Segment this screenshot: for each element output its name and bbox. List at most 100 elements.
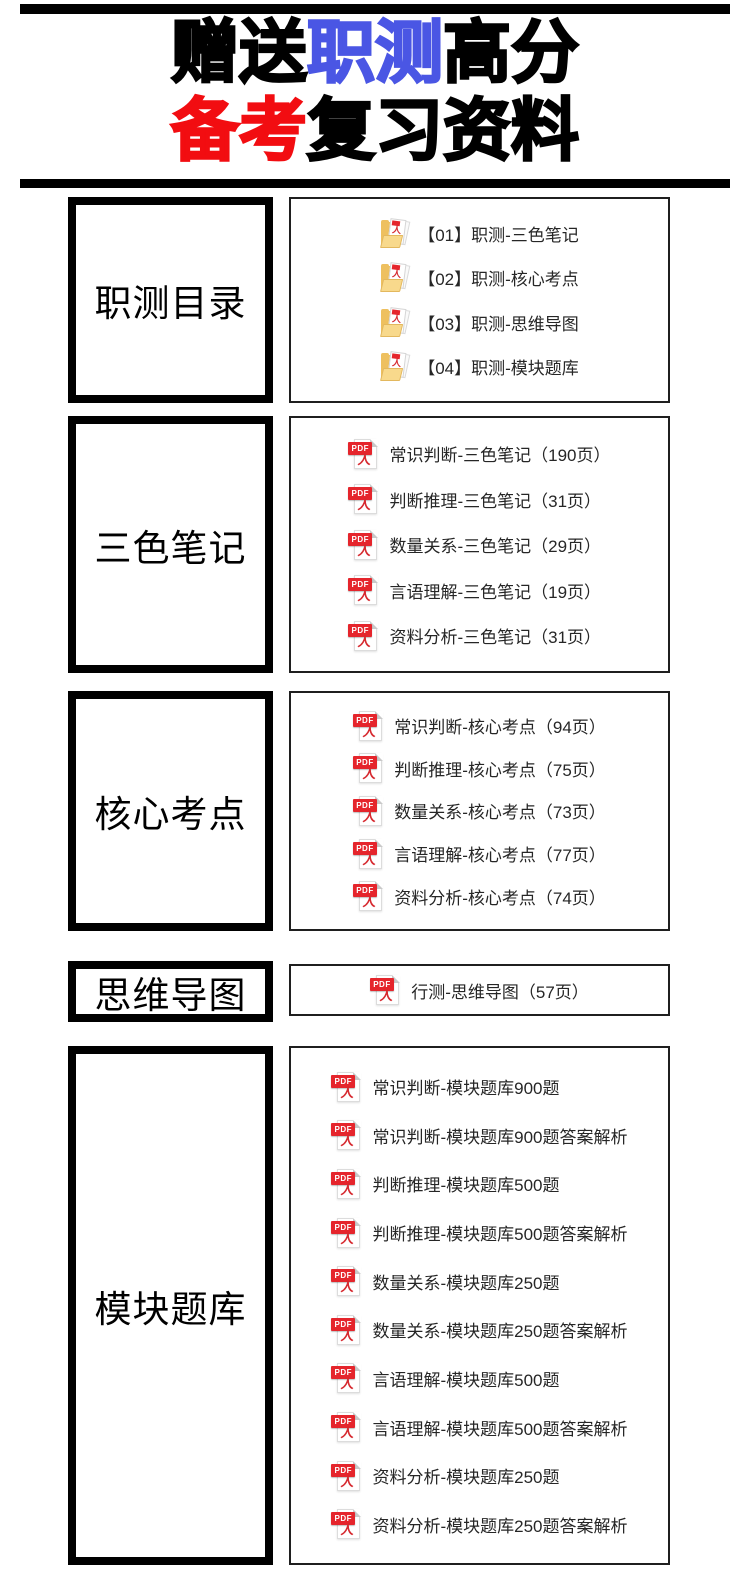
title-segment-zengsong: 赠送	[170, 14, 309, 93]
category-box-zhice-catalog: 职测目录	[68, 197, 273, 403]
acrobat-glyph: 人	[340, 1230, 356, 1246]
acrobat-glyph: 人	[340, 1425, 356, 1440]
pdf-folder-icon: 人	[380, 306, 411, 338]
title-segment-fuxiziliao: 复习资料	[306, 92, 581, 171]
acrobat-glyph: 人	[357, 451, 373, 467]
pdf-dogear-shape	[353, 1217, 362, 1226]
pdf-dogear-shape	[375, 795, 384, 804]
file-item[interactable]: 人【02】职测-核心考点	[380, 262, 579, 293]
folder-front-shape	[380, 323, 404, 337]
file-name: 资料分析-模块题库250题	[372, 1468, 560, 1488]
file-name: 言语理解-核心考点（77页）	[394, 846, 606, 866]
title-segment-beikao: 备考	[170, 92, 309, 171]
folder-front-shape	[380, 235, 404, 249]
pdf-dogear-shape	[370, 484, 379, 492]
category-box-module-question-bank: 模块题库	[68, 1046, 273, 1565]
file-name: 常识判断-核心考点（94页）	[394, 718, 606, 738]
pdf-dogear-shape	[370, 575, 379, 583]
pdf-folder-icon: 人	[380, 218, 411, 249]
pdf-badge-label: PDF	[353, 884, 377, 898]
pdf-dogear-shape	[375, 881, 384, 890]
acrobat-glyph: 人	[340, 1279, 356, 1295]
file-item[interactable]: 人 【04】职测-模块题库	[380, 350, 579, 382]
file-name: 数量关系-核心考点（73页）	[394, 803, 606, 823]
pdf-badge-label: PDF	[348, 532, 372, 546]
pdf-badge-label: PDF	[331, 1415, 355, 1428]
acrobat-glyph: 人	[362, 808, 378, 824]
file-name: 资料分析-模块题库250题答案解析	[372, 1516, 628, 1536]
file-item[interactable]: 人【03】职测-思维导图	[380, 306, 579, 338]
pdf-dogear-shape	[353, 1266, 362, 1275]
category-label: 思维导图	[94, 975, 247, 1017]
file-name: 【02】职测-核心考点	[418, 270, 579, 290]
file-name: 数量关系-三色笔记（29页）	[389, 537, 602, 556]
file-item[interactable]: 人【01】职测-三色笔记	[380, 218, 579, 249]
category-label: 模块题库	[94, 1289, 247, 1331]
file-name: 资料分析-三色笔记（31页）	[389, 628, 602, 647]
title-segment-zhice: 职测	[306, 14, 445, 93]
pdf-dogear-shape	[353, 1412, 362, 1420]
pdf-dogear-shape	[375, 753, 384, 762]
pdf-badge-label: PDF	[348, 487, 372, 500]
acrobat-glyph: 人	[357, 542, 373, 558]
pdf-badge-label: PDF	[348, 578, 372, 591]
acrobat-glyph: 人	[362, 851, 378, 867]
pdf-badge-label: PDF	[331, 1171, 355, 1185]
section-zhice-catalog: 职测目录 人【01】职测-三色笔记人【02】职测-核心考点人【03】职测-思维导…	[68, 197, 670, 403]
pdf-badge-label: PDF	[331, 1269, 355, 1283]
pdf-dogear-shape	[375, 710, 384, 719]
pdf-dogear-shape	[370, 620, 379, 629]
file-name: 判断推理-核心考点（75页）	[394, 760, 606, 780]
category-label: 核心考点	[94, 795, 247, 836]
acrobat-glyph: 人	[357, 633, 373, 649]
pdf-dogear-shape	[353, 1071, 362, 1080]
file-name: 数量关系-模块题库250题	[372, 1273, 560, 1293]
pdf-dogear-shape	[370, 438, 379, 447]
pdf-badge-label: PDF	[331, 1317, 355, 1331]
file-name: 【04】职测-模块题库	[418, 358, 579, 378]
pdf-dogear-shape	[375, 838, 384, 847]
acrobat-glyph: 人	[391, 357, 402, 369]
acrobat-glyph: 人	[340, 1376, 356, 1392]
pdf-badge-label: PDF	[370, 978, 394, 991]
